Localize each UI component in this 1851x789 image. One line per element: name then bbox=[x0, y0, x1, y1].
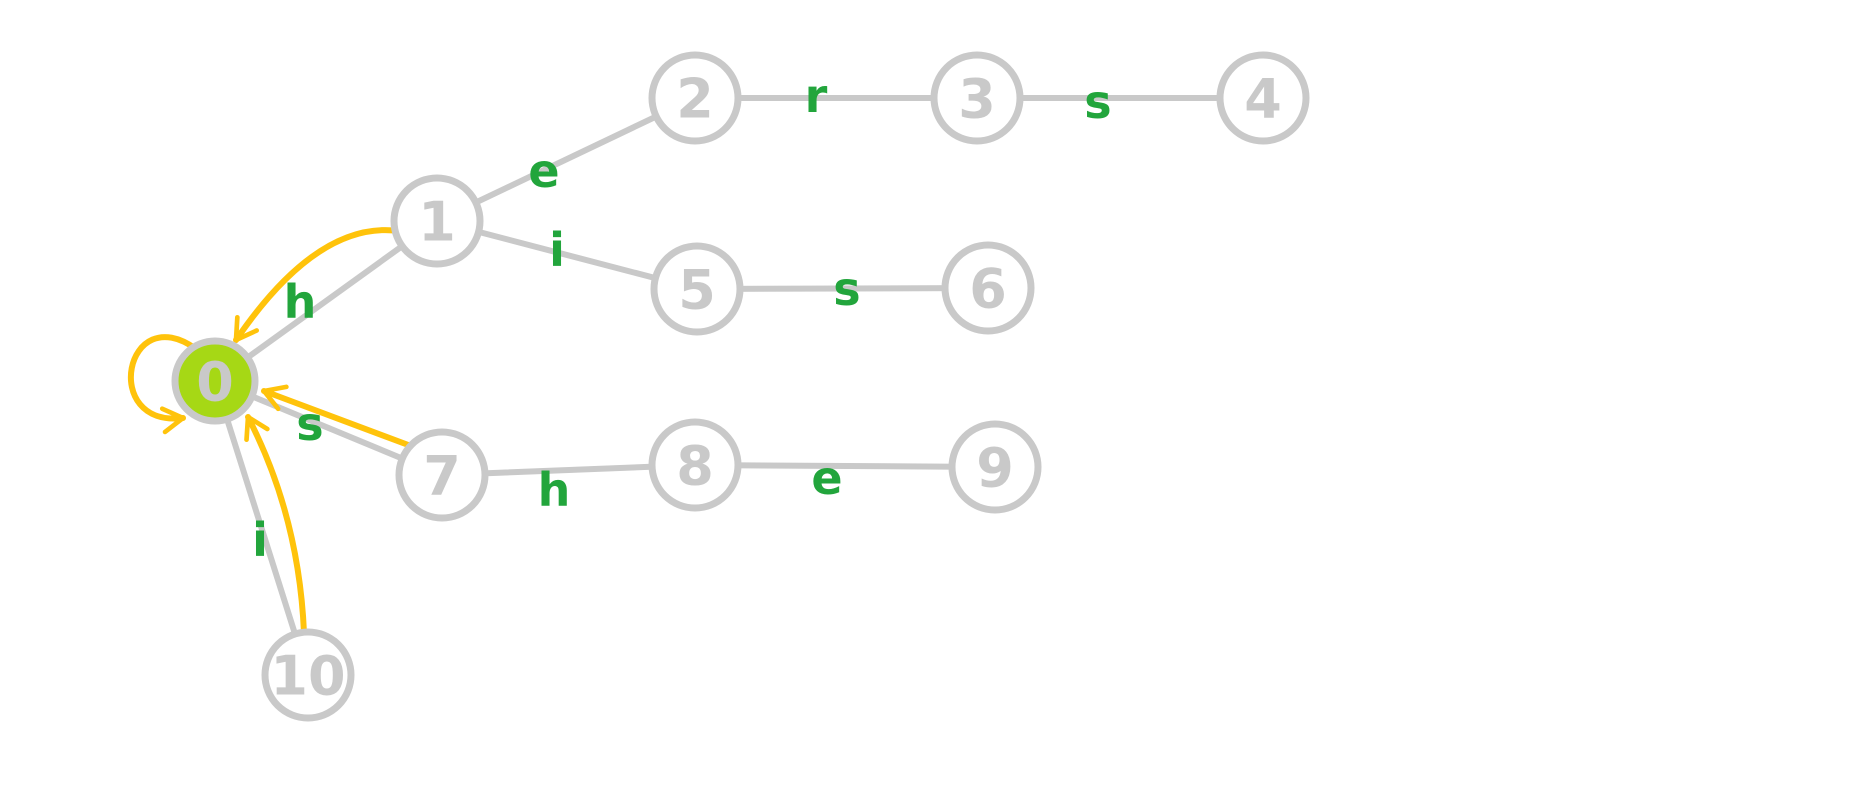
node-1 bbox=[390, 174, 484, 268]
failure-links-layer bbox=[127, 227, 414, 636]
edge-label-e-1-2: e bbox=[528, 144, 559, 198]
node-0-label: 0 bbox=[196, 350, 234, 413]
tree-edge-8-9 bbox=[692, 462, 998, 470]
node-6 bbox=[941, 241, 1035, 335]
node-1-label: 1 bbox=[418, 190, 456, 253]
edge-label-s-5-6: s bbox=[833, 262, 860, 316]
failure-link-10-0 bbox=[244, 414, 307, 636]
node-7-label: 7 bbox=[423, 444, 461, 507]
tree-edge-1-2 bbox=[434, 95, 698, 224]
edge-label-h-0-1: h bbox=[284, 275, 317, 329]
node-10 bbox=[261, 628, 355, 722]
node-9-label: 9 bbox=[976, 436, 1014, 499]
node-2 bbox=[648, 51, 742, 145]
edge-label-e-8-9: e bbox=[811, 451, 842, 505]
node-10-label: 10 bbox=[270, 644, 345, 707]
edge-label-h-7-8: h bbox=[538, 463, 571, 517]
failure-link-7-0 bbox=[261, 384, 414, 449]
failure-self-loop-0 bbox=[127, 334, 199, 435]
node-0-active bbox=[171, 337, 259, 425]
node-2-label: 2 bbox=[676, 67, 714, 130]
tree-edges-layer bbox=[212, 95, 1266, 678]
edge-label-r-2-3: r bbox=[805, 69, 828, 123]
node-3-label: 3 bbox=[958, 67, 996, 130]
node-8 bbox=[648, 418, 742, 512]
node-6-label: 6 bbox=[969, 257, 1007, 320]
node-4 bbox=[1216, 51, 1310, 145]
node-5 bbox=[650, 242, 744, 336]
edge-label-s-3-4: s bbox=[1084, 75, 1111, 129]
node-4-label: 4 bbox=[1244, 67, 1282, 130]
edge-label-i-1-5: i bbox=[549, 223, 565, 277]
edge-label-i-0-10: i bbox=[252, 513, 268, 567]
nodes-layer: 0 1 2 3 4 5 6 7 8 9 10 bbox=[171, 51, 1310, 722]
node-7 bbox=[395, 428, 489, 522]
node-9 bbox=[948, 420, 1042, 514]
tree-edge-5-6 bbox=[694, 285, 991, 292]
failure-link-1-0 bbox=[233, 227, 402, 343]
node-3 bbox=[930, 51, 1024, 145]
node-5-label: 5 bbox=[678, 258, 716, 321]
tree-edge-0-10 bbox=[212, 378, 311, 678]
edge-label-s-0-7: s bbox=[296, 397, 323, 451]
node-8-label: 8 bbox=[676, 434, 714, 497]
